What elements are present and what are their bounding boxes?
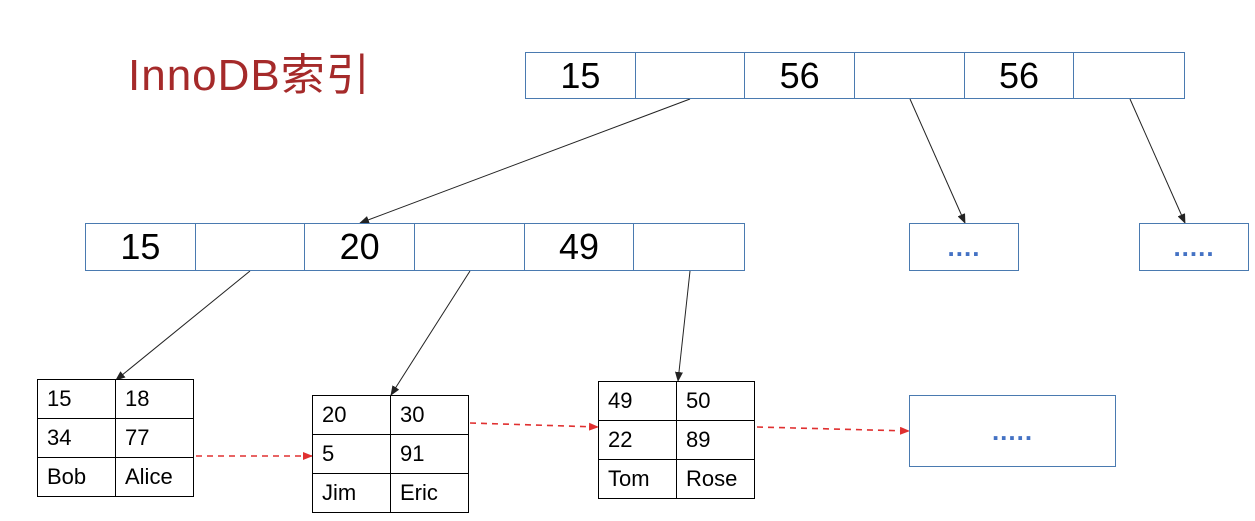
leaf-cell: Tom xyxy=(598,459,677,499)
root-pointer-cell xyxy=(636,53,746,98)
leaf-cell: 20 xyxy=(312,395,391,435)
leaf-cell: 49 xyxy=(598,381,677,421)
leaf-node-3: 49 50 22 89 Tom Rose xyxy=(598,381,755,499)
leaf-node-1: 15 18 34 77 Bob Alice xyxy=(37,379,194,497)
leaf-cell: 77 xyxy=(115,418,194,458)
leaf-cell: 15 xyxy=(37,379,116,419)
leaf-row: 5 91 xyxy=(312,434,469,474)
leaf3-to-more-link xyxy=(756,426,910,435)
internal-pointer-cell xyxy=(634,224,744,270)
elided-node: ..... xyxy=(1139,223,1249,271)
leaf-cell: 50 xyxy=(676,381,755,421)
leaf-cell: 5 xyxy=(312,434,391,474)
leaf-cell: Alice xyxy=(115,457,194,497)
leaf-row: 34 77 xyxy=(37,418,194,458)
leaf-cell: Eric xyxy=(390,473,469,513)
internal-key-cell: 49 xyxy=(525,224,635,270)
leaf-row: Bob Alice xyxy=(37,457,194,497)
leaf-row: Jim Eric xyxy=(312,473,469,513)
page-title: InnoDB索引 xyxy=(128,51,371,100)
internal-key-cell: 15 xyxy=(86,224,196,270)
leaf-row: 22 89 xyxy=(598,420,755,460)
node-to-leaf1-arrow xyxy=(115,270,251,381)
node-to-leaf3-arrow xyxy=(674,270,691,382)
internal-node: 15 20 49 xyxy=(85,223,745,271)
root-key-cell: 56 xyxy=(965,53,1075,98)
leaf-row: 49 50 xyxy=(598,381,755,421)
root-to-mid-node-arrow xyxy=(909,98,966,224)
node-to-leaf2-arrow xyxy=(390,270,471,396)
internal-pointer-cell xyxy=(196,224,306,270)
root-to-left-node-arrow xyxy=(359,98,691,224)
root-pointer-cell xyxy=(855,53,965,98)
leaf-cell: 89 xyxy=(676,420,755,460)
leaf-node-2: 20 30 5 91 Jim Eric xyxy=(312,395,469,513)
root-key-cell: 15 xyxy=(526,53,636,98)
elided-leaf-node: ..... xyxy=(909,395,1116,467)
internal-key-cell: 20 xyxy=(305,224,416,270)
leaf-cell: Jim xyxy=(312,473,391,513)
root-pointer-cell xyxy=(1074,53,1184,98)
leaf-row: 20 30 xyxy=(312,395,469,435)
leaf-cell: 34 xyxy=(37,418,116,458)
leaf-cell: 91 xyxy=(390,434,469,474)
root-node: 15 56 56 xyxy=(525,52,1185,99)
internal-pointer-cell xyxy=(415,224,525,270)
leaf-row: Tom Rose xyxy=(598,459,755,499)
elided-node: .... xyxy=(909,223,1019,271)
leaf-cell: 18 xyxy=(115,379,194,419)
leaf-cell: 22 xyxy=(598,420,677,460)
leaf2-to-leaf3-link xyxy=(469,422,599,431)
leaf-cell: Bob xyxy=(37,457,116,497)
leaf-cell: Rose xyxy=(676,459,755,499)
leaf-cell: 30 xyxy=(390,395,469,435)
leaf-row: 15 18 xyxy=(37,379,194,419)
root-to-right-node-arrow xyxy=(1129,98,1186,224)
root-key-cell: 56 xyxy=(745,53,856,98)
